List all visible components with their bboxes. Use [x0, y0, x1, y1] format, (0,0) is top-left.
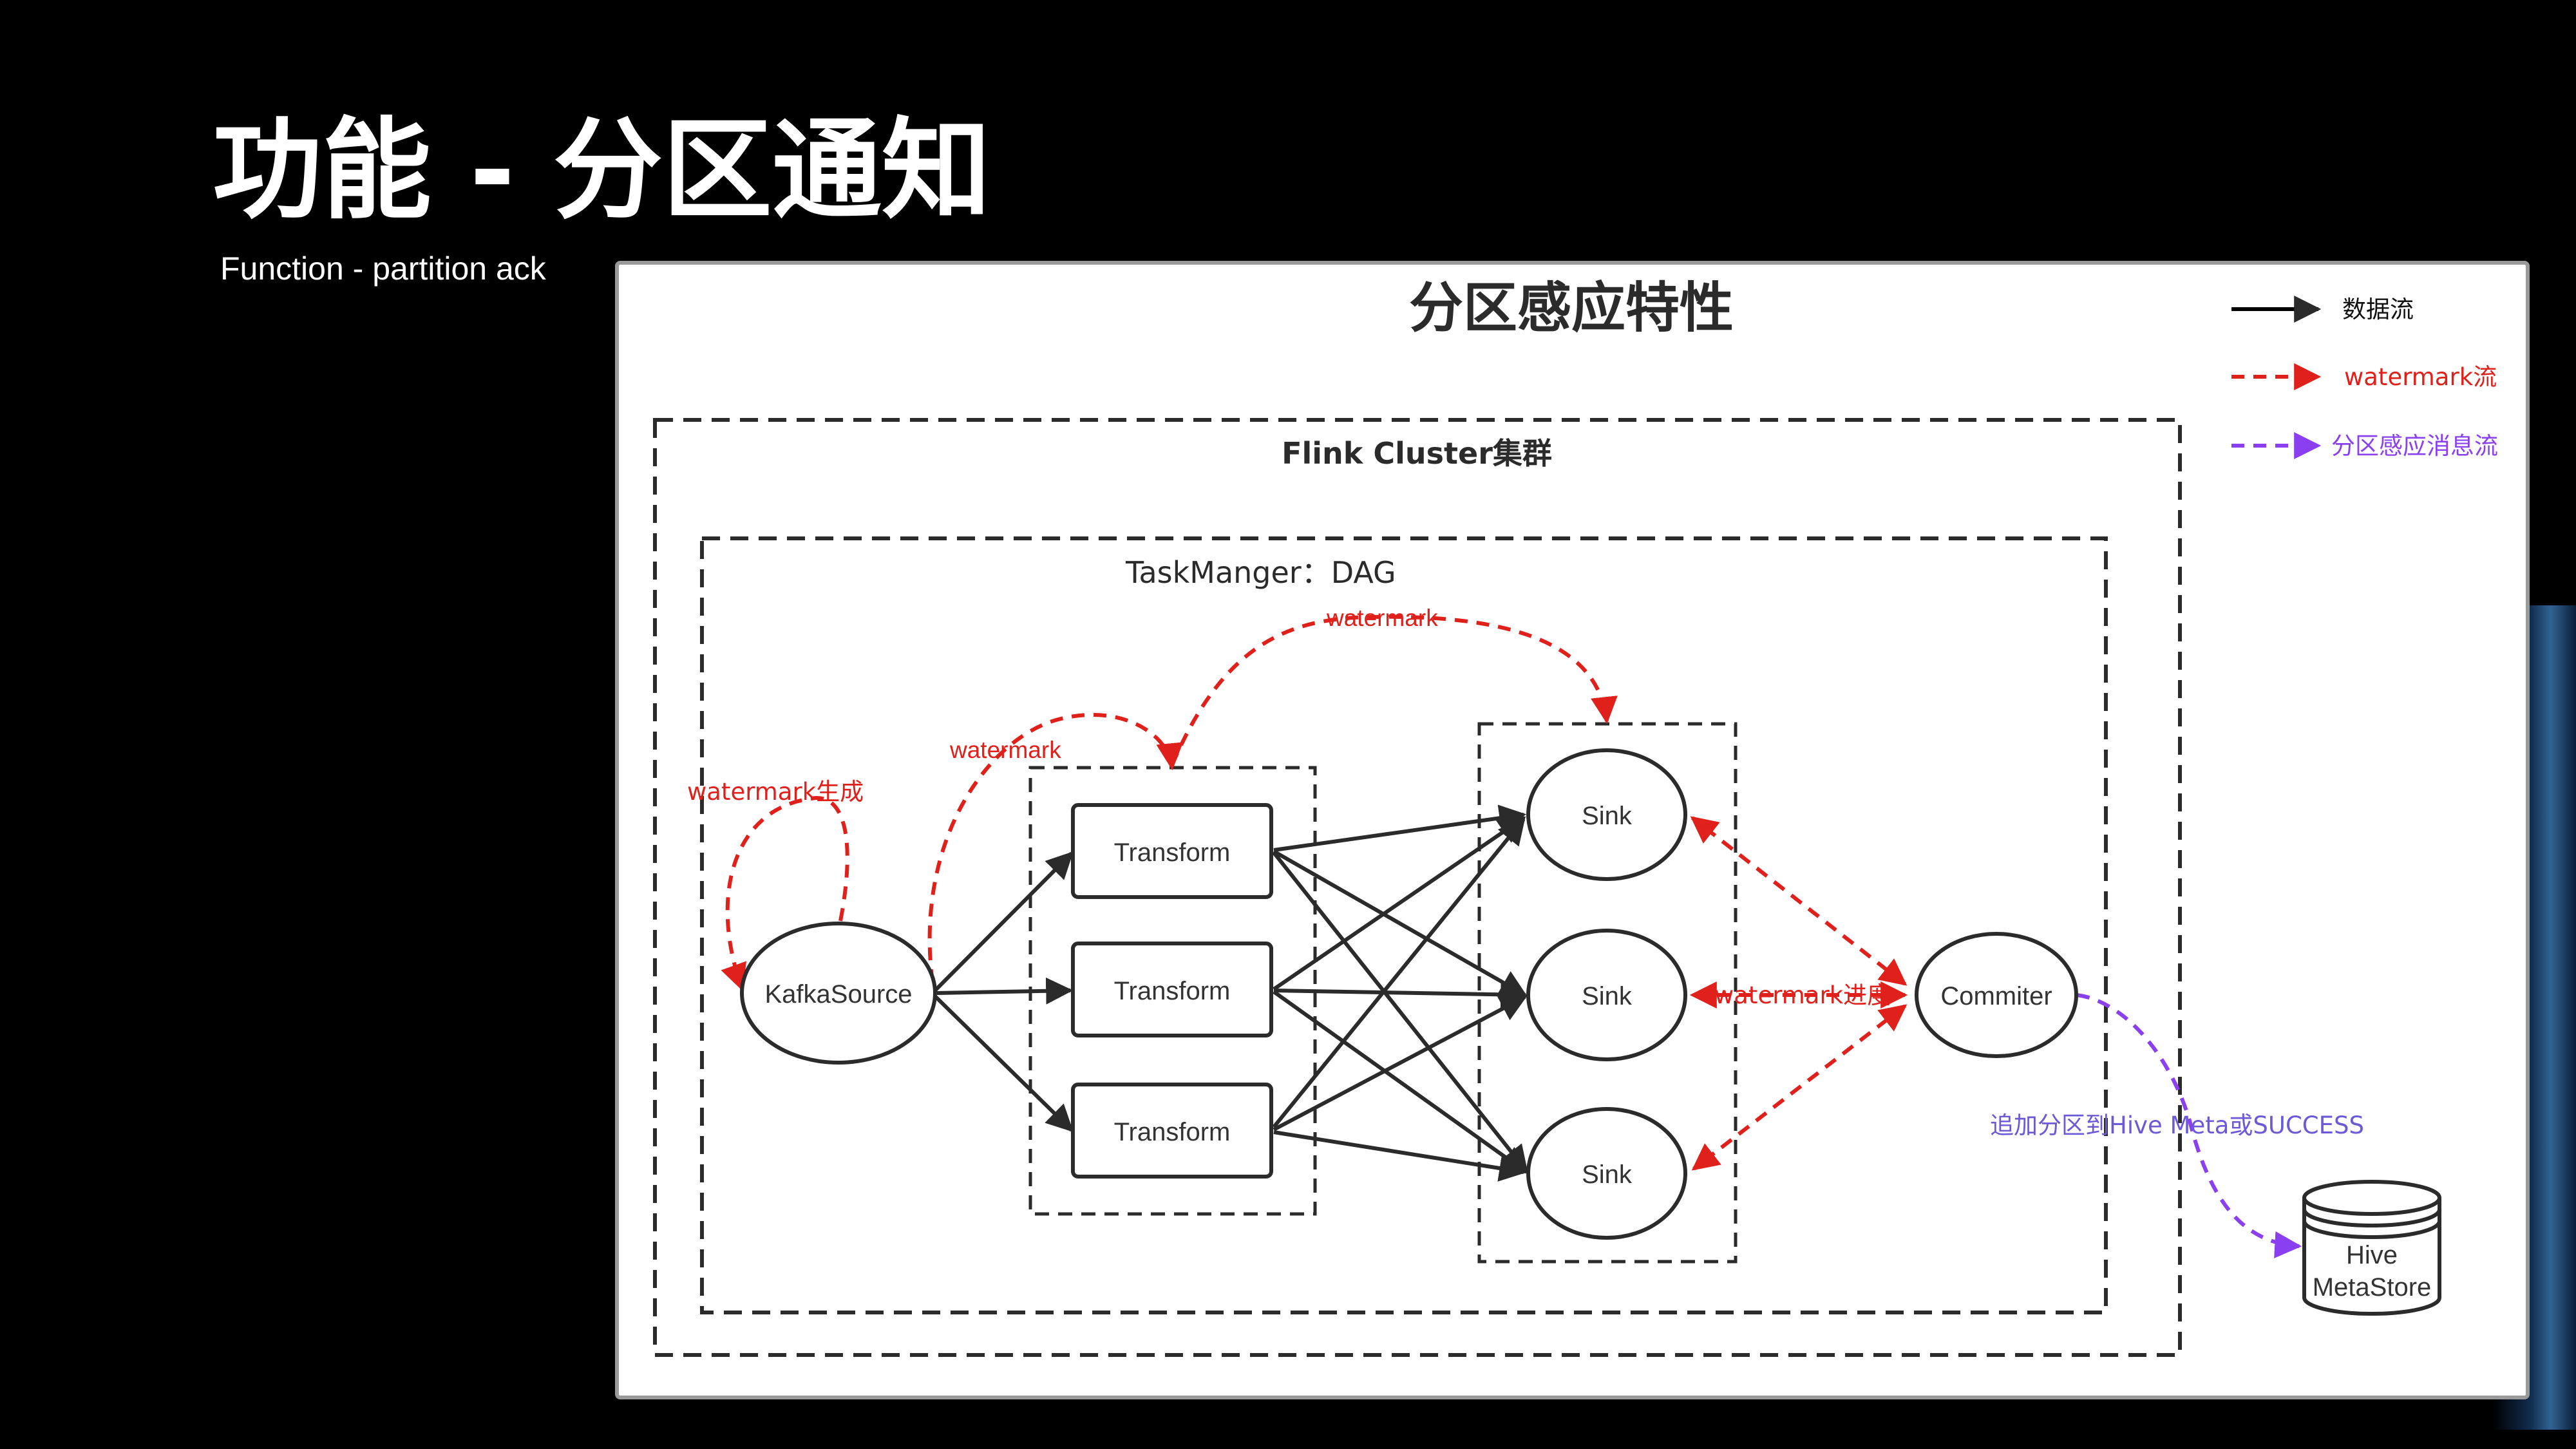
edge-t3-s3 [1273, 1130, 1527, 1182]
annotation-watermark-sink: watermark [1326, 605, 1438, 631]
commiter-label: Commiter [1940, 982, 2052, 1010]
edge-t2-s1 [1273, 816, 1526, 991]
hive-label-line1: Hive [2346, 1241, 2398, 1269]
legend-watermark-label: watermark流 [2344, 363, 2497, 391]
edge-source-transform-2 [936, 977, 1074, 1005]
transform-1-label: Transform [1114, 838, 1231, 867]
annotation-append-partition: 追加分区到Hive Meta或SUCCESS [1990, 1112, 2364, 1139]
sink-3-label: Sink [1582, 1160, 1633, 1189]
watermark-edges [721, 614, 1908, 1171]
flink-cluster-label: Flink Cluster集群 [1282, 436, 1552, 471]
edge-t2-s3 [1273, 990, 1529, 1174]
annotation-watermark-gen: watermark生成 [687, 778, 864, 806]
watermark-sink1-commiter [1690, 816, 1908, 986]
edge-t1-s1 [1273, 804, 1527, 852]
sink-1-label: Sink [1582, 802, 1633, 830]
edge-t3-s1 [1272, 817, 1526, 1128]
annotation-watermark-transform: watermark [949, 737, 1061, 763]
edge-t1-s2 [1273, 849, 1528, 997]
legend-partition-label: 分区感应消息流 [2331, 432, 2498, 460]
node-transform-3: Transform [1071, 1083, 1273, 1179]
data-flow-edges [932, 804, 1529, 1182]
edge-source-transform-1 [932, 851, 1074, 994]
edge-source-transform-3 [932, 993, 1074, 1132]
slide-subtitle: Function - partition ack [220, 251, 546, 287]
legend-data-flow-label: 数据流 [2342, 296, 2414, 323]
partition-msg-edge [2076, 993, 2302, 1258]
hive-label-line2: MetaStore [2313, 1273, 2432, 1302]
watermark-gen-loop [721, 796, 849, 991]
edge-t1-s3 [1272, 851, 1528, 1173]
node-sink-1: Sink [1526, 748, 1687, 881]
edge-t3-s2 [1273, 995, 1528, 1132]
diagram-title: 分区感应特性 [1409, 276, 1734, 339]
watermark-source-to-transform [927, 712, 1184, 983]
transform-2-label: Transform [1114, 977, 1231, 1005]
node-hive-metastore: Hive MetaStore [2302, 1180, 2441, 1316]
sink-2-label: Sink [1582, 982, 1633, 1010]
taskmanager-label: TaskManger：DAG [1125, 555, 1396, 590]
watermark-transform-to-sink [1170, 614, 1618, 766]
node-transform-2: Transform [1071, 942, 1273, 1037]
edge-t2-s2 [1273, 981, 1528, 1009]
slide-title: 功能 - 分区通知 [213, 107, 991, 234]
transform-3-label: Transform [1114, 1118, 1231, 1146]
annotation-watermark-progress: watermark进度 [1714, 981, 1891, 1009]
kafka-source-label: KafkaSource [764, 980, 912, 1009]
node-transform-1: Transform [1071, 803, 1273, 899]
node-commiter: Commiter [1915, 932, 2078, 1058]
node-sink-3: Sink [1526, 1107, 1687, 1240]
flink-cluster-box [653, 418, 2182, 1357]
watermark-sink3-commiter [1691, 1004, 1908, 1171]
taskmanager-box [700, 536, 2108, 1314]
node-kafka-source: KafkaSource [740, 922, 937, 1065]
legend: 数据流 watermark流 分区感应消息流 [2231, 296, 2498, 460]
node-sink-2: Sink [1526, 929, 1687, 1061]
